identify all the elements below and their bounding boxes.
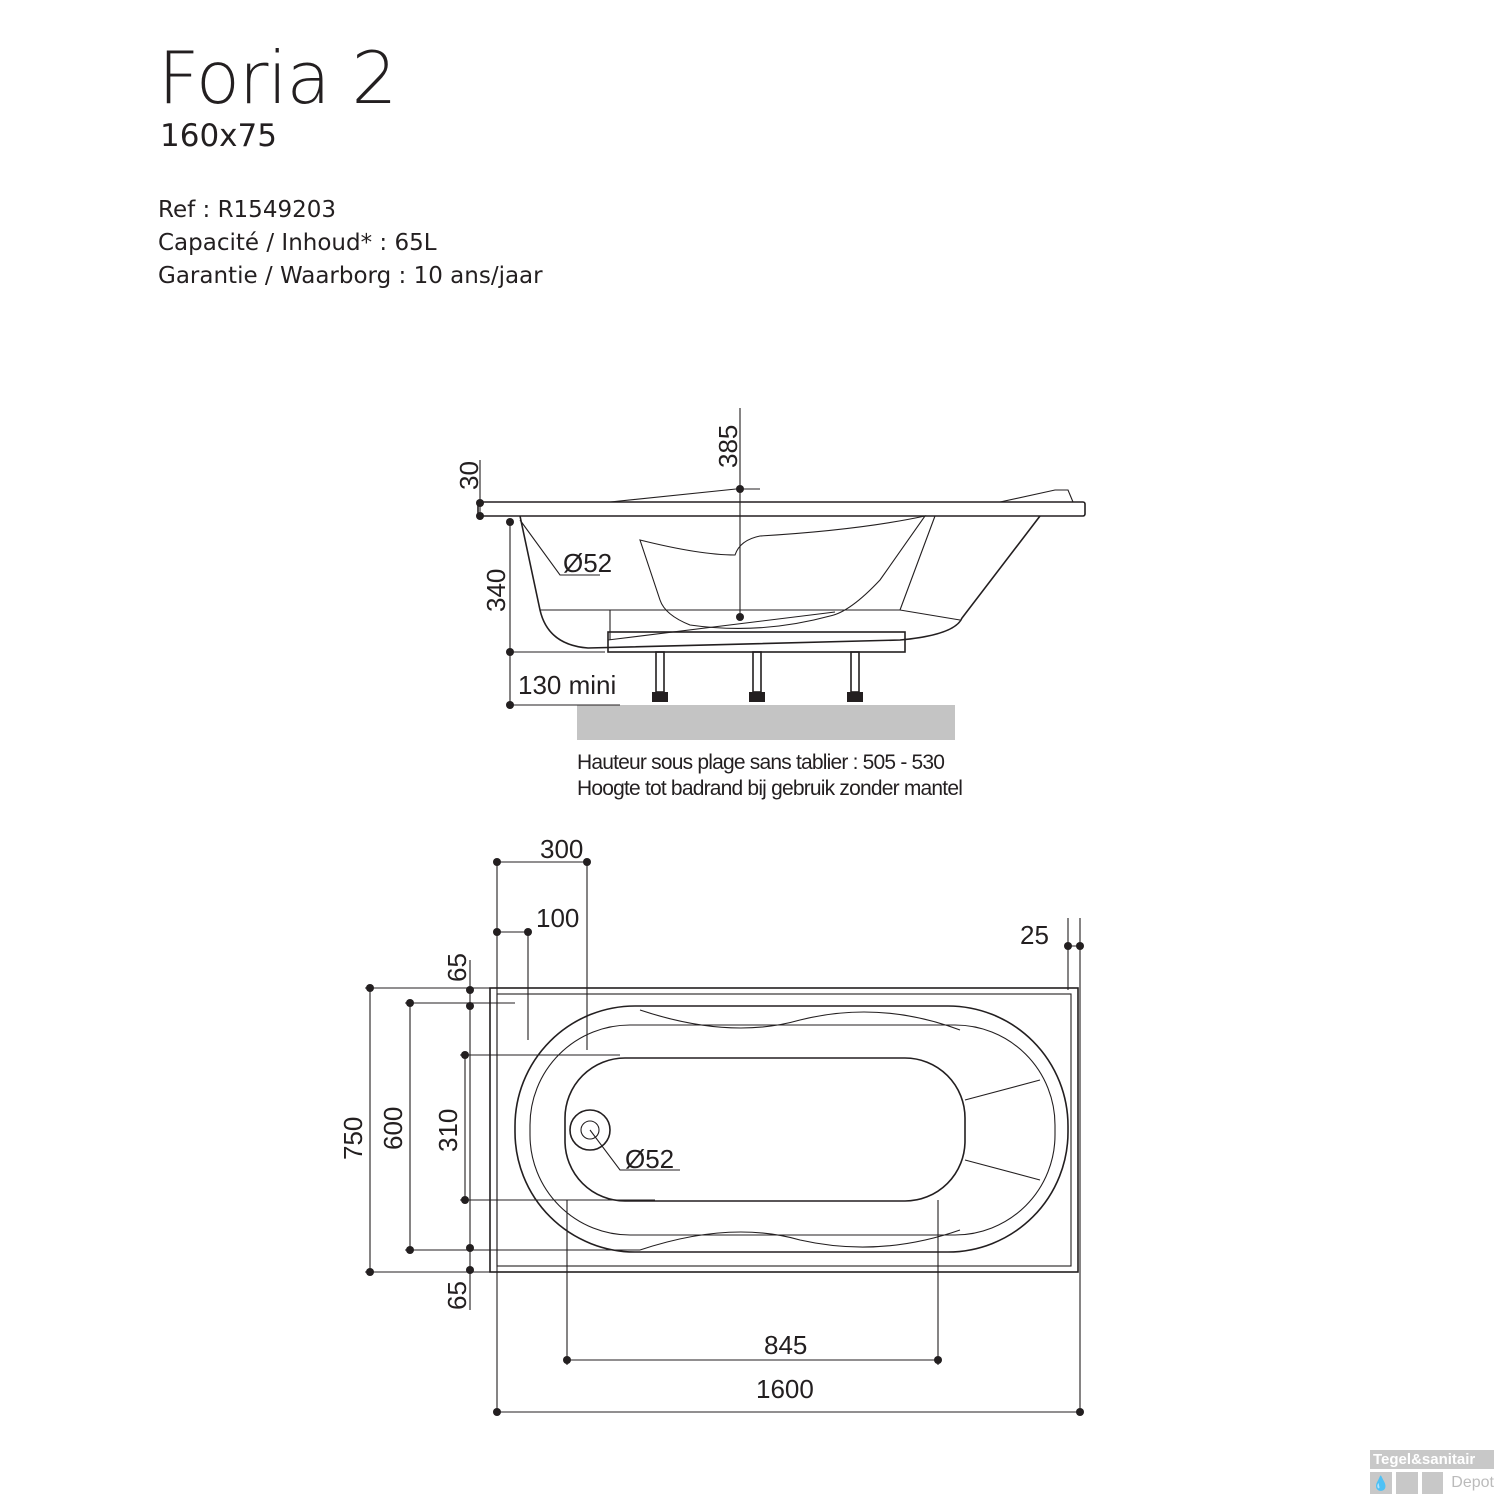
rear-headrest [999, 489, 1074, 503]
drain-leader [519, 519, 600, 576]
logo-square [1395, 1472, 1418, 1494]
bath-seat [639, 515, 927, 629]
body-line [540, 609, 961, 621]
dim-25: 25 [1020, 920, 1049, 950]
dimension-lines [365, 860, 1081, 1415]
note-fr: Hauteur sous plage sans tablier : 505 - … [577, 751, 944, 774]
side-view: Ø52 30 385 340 130 mini Hauteur sous pla… [454, 408, 1086, 800]
dim-130-mini: 130 mini [518, 670, 616, 700]
logo-subtext: Depot [1451, 1474, 1494, 1491]
dim-100: 100 [536, 903, 579, 933]
product-title: Foria 2 [158, 36, 397, 120]
top-view: Ø52 300 100 25 65 65 750 600 310 845 160… [338, 834, 1084, 1416]
dim-385: 385 [713, 425, 743, 468]
spec-capacity: Capacité / Inhoud* : 65L [158, 230, 437, 256]
support-legs [652, 651, 863, 702]
outer-rim [489, 987, 1079, 1273]
drain-label: Ø52 [625, 1144, 674, 1174]
floor [577, 705, 955, 740]
drain-leader [589, 1129, 680, 1171]
headrest-lines [964, 1079, 1041, 1181]
dim-340: 340 [481, 569, 511, 612]
dim-310: 310 [433, 1109, 463, 1152]
dim-65-bottom: 65 [442, 1281, 472, 1310]
dimension-lines [478, 408, 760, 706]
spec-ref: Ref : R1549203 [158, 197, 336, 223]
inner-rim [496, 993, 1072, 1267]
dim-300: 300 [540, 834, 583, 864]
bath-basin [529, 1024, 1056, 1236]
water-drop-icon: 💧 [1370, 1472, 1392, 1494]
bath-floor [564, 1057, 966, 1202]
bath-body [519, 515, 1041, 649]
dim-845: 845 [764, 1330, 807, 1360]
dim-1600: 1600 [756, 1374, 814, 1404]
dim-600: 600 [378, 1107, 408, 1150]
body-edges [607, 515, 936, 641]
dimension-dots [366, 858, 1084, 1416]
logo-text: Tegel&sanitair [1370, 1450, 1494, 1469]
armrest-lines [639, 1009, 961, 1251]
headrest-line [609, 488, 750, 503]
bath-outline [514, 1005, 1069, 1253]
brand-logo: Tegel&sanitair 💧 Depot [1370, 1450, 1494, 1494]
dim-750: 750 [338, 1117, 368, 1160]
spec-warranty: Garantie / Waarborg : 10 ans/jaar [158, 263, 543, 289]
drain-icon [569, 1109, 611, 1151]
dimension-dots [476, 485, 744, 709]
note-nl: Hoogte tot badrand bij gebruik zonder ma… [577, 777, 962, 800]
dim-rim-30: 30 [454, 461, 484, 490]
product-size: 160x75 [160, 118, 277, 154]
spec-list: Ref : R1549203 Capacité / Inhoud* : 65L … [158, 194, 543, 293]
dim-65-top: 65 [442, 953, 472, 982]
logo-square [1421, 1472, 1444, 1494]
bath-rim [477, 501, 1086, 517]
drain-label: Ø52 [563, 548, 612, 578]
